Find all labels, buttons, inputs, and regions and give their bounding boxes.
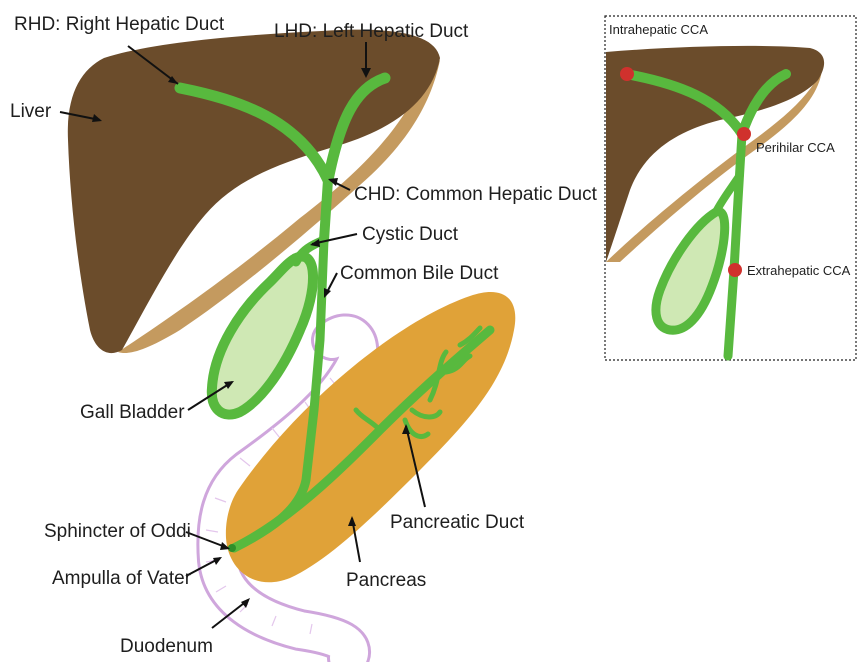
common-hepatic-duct [324, 180, 328, 240]
label-intrahepatic-cca: Intrahepatic CCA [609, 22, 708, 37]
label-liver: Liver [10, 101, 52, 122]
intrahepatic-marker [620, 67, 634, 81]
extrahepatic-marker [728, 263, 742, 277]
label-sphincter-of-oddi: Sphincter of Oddi [44, 521, 191, 542]
sphincter-marker [228, 544, 236, 552]
inset-cca-panel: Intrahepatic CCA Perihilar CCA Extrahepa… [605, 16, 856, 360]
label-duodenum: Duodenum [120, 636, 213, 657]
label-rhd: RHD: Right Hepatic Duct [14, 14, 225, 35]
label-ampulla-of-vater: Ampulla of Vater [52, 568, 192, 589]
label-pancreatic-duct: Pancreatic Duct [390, 512, 525, 533]
label-cystic-duct: Cystic Duct [362, 224, 459, 245]
main-diagram: RHD: Right Hepatic Duct LHD: Left Hepati… [10, 14, 598, 658]
label-lhd: LHD: Left Hepatic Duct [274, 21, 469, 42]
label-gall-bladder: Gall Bladder [80, 402, 185, 423]
label-pancreas: Pancreas [346, 570, 426, 591]
label-chd: CHD: Common Hepatic Duct [354, 184, 598, 205]
perihilar-marker [737, 127, 751, 141]
label-perihilar-cca: Perihilar CCA [756, 140, 835, 155]
label-common-bile-duct: Common Bile Duct [340, 263, 499, 284]
label-extrahepatic-cca: Extrahepatic CCA [747, 263, 851, 278]
